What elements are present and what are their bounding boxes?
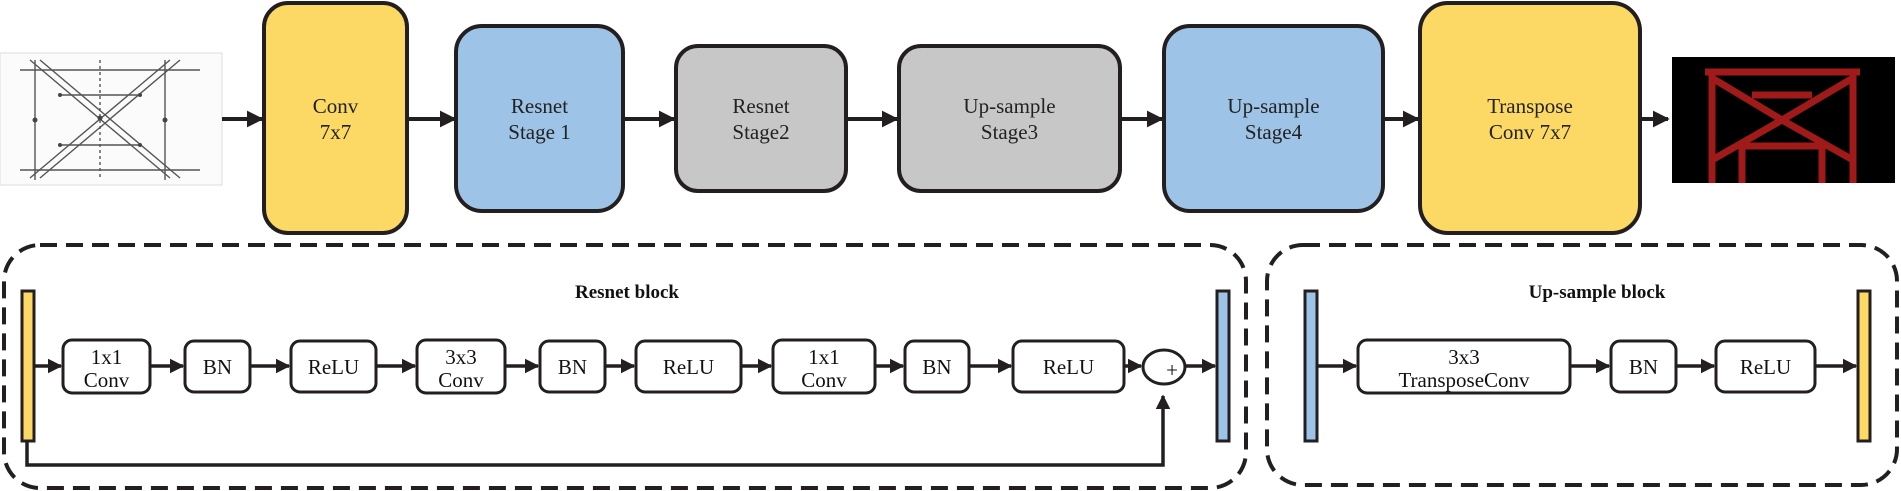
resnet-input-bar [20, 289, 36, 443]
upsample-output-bar [1856, 289, 1872, 443]
conv3x3-line1: 3x3 [445, 345, 477, 369]
conv1x1b-line1: 1x1 [808, 345, 840, 369]
conv-7x7-box: Conv 7x7 [262, 1, 409, 235]
stage4-line2: Stage4 [1245, 120, 1303, 144]
bn-box-1: BN [183, 339, 252, 394]
bn1-label: BN [203, 355, 232, 379]
transpose-conv-7x7-box: Transpose Conv 7x7 [1418, 1, 1642, 235]
conv-7x7-line2: 7x7 [320, 120, 352, 144]
upsample-block-frame [1265, 243, 1899, 487]
bn2-label: BN [558, 355, 587, 379]
tconv-7x7-line1: Transpose [1487, 94, 1573, 118]
resnet-block-frame [2, 243, 1248, 490]
output-segmentation-image [1672, 57, 1895, 183]
bn-box-2: BN [538, 339, 607, 394]
relu-box-2: ReLU [634, 339, 743, 394]
tconv3x3-line2: TransposeConv [1398, 368, 1530, 392]
stage2-line1: Resnet [732, 94, 789, 118]
relu-up-label: ReLU [1740, 355, 1791, 379]
conv-3x3-box: 3x3 Conv [415, 338, 507, 395]
bn-box-up: BN [1609, 339, 1678, 394]
stage4-line1: Up-sample [1227, 94, 1319, 118]
tconv-7x7-line2: Conv 7x7 [1489, 120, 1571, 144]
resnet-block-title: Resnet block [575, 282, 679, 303]
sum-node: + [1141, 348, 1187, 386]
relu3-label: ReLU [1043, 355, 1094, 379]
bn-box-3: BN [903, 339, 971, 394]
stage3-line2: Stage3 [981, 120, 1038, 144]
upsample-stage4-box: Up-sample Stage4 [1162, 24, 1385, 213]
upsample-block-title: Up-sample block [1529, 282, 1666, 303]
relu-box-3: ReLU [1011, 339, 1126, 394]
stage2-line2: Stage2 [732, 120, 789, 144]
transpose-conv-3x3-box: 3x3 TransposeConv [1356, 338, 1572, 395]
conv1x1b-line2: Conv [801, 368, 847, 392]
conv1x1-line1: 1x1 [91, 345, 123, 369]
bn3-label: BN [922, 355, 951, 379]
stage1-line1: Resnet [511, 94, 568, 118]
conv1x1-line2: Conv [84, 368, 130, 392]
sum-symbol: + [1166, 358, 1178, 382]
stage3-line1: Up-sample [963, 94, 1055, 118]
conv-7x7-line1: Conv [313, 94, 359, 118]
tconv3x3-line1: 3x3 [1448, 345, 1480, 369]
bn-up-label: BN [1629, 355, 1658, 379]
conv-1x1-box-b: 1x1 Conv [771, 338, 877, 395]
resnet-stage1-box: Resnet Stage 1 [454, 24, 625, 213]
conv3x3-line2: Conv [438, 368, 484, 392]
relu2-label: ReLU [663, 355, 714, 379]
upsample-stage3-box: Up-sample Stage3 [897, 44, 1122, 193]
conv-1x1-box: 1x1 Conv [61, 338, 152, 395]
relu1-label: ReLU [308, 355, 359, 379]
stage1-line2: Stage 1 [508, 120, 570, 144]
relu-box-up: ReLU [1714, 339, 1817, 394]
resnet-stage2-box: Resnet Stage2 [674, 44, 848, 193]
input-sketch-image [0, 52, 223, 186]
resnet-output-bar [1215, 289, 1231, 443]
upsample-input-bar [1303, 289, 1319, 443]
skip-connection [25, 394, 1171, 467]
relu-box-1: ReLU [289, 339, 378, 394]
